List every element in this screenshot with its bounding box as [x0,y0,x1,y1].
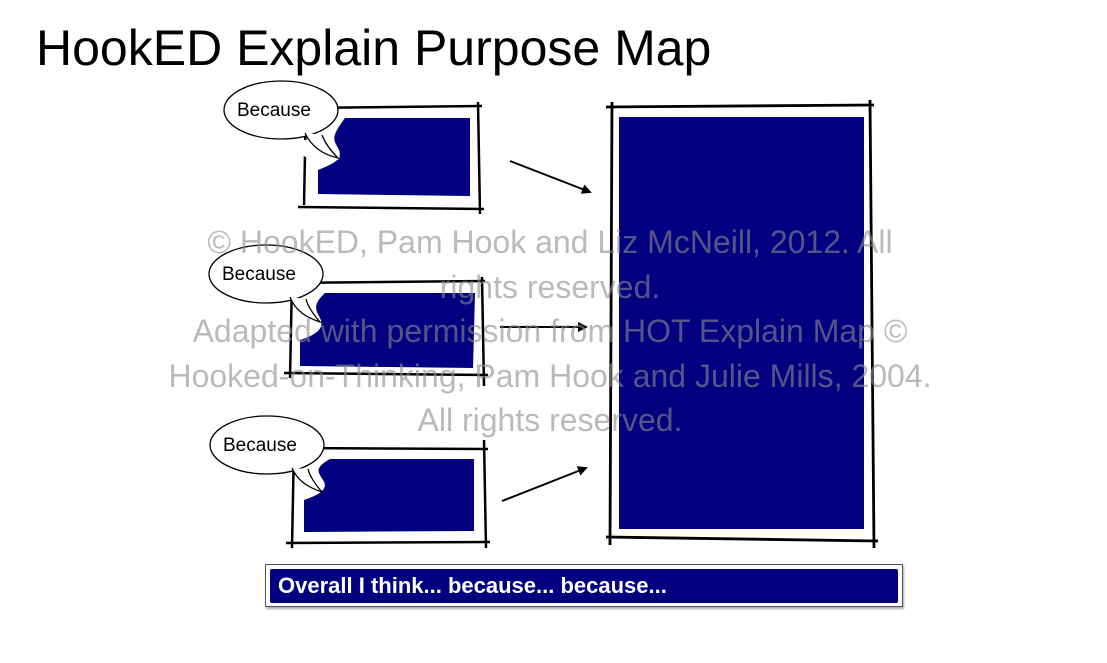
reason-box-fill[interactable] [318,118,470,196]
main-box-fill[interactable] [619,117,864,529]
reason-box-fill[interactable] [304,459,474,532]
bubble-label-2: Because [222,264,296,285]
speech-bubble [209,415,325,475]
bubble-label-1: Because [237,100,311,121]
speech-bubble [208,244,324,304]
reason-box-1[interactable] [223,80,485,215]
bubble-label-3: Because [223,435,297,456]
reason-box-3[interactable] [209,415,491,549]
sketch-frame [605,99,879,549]
page-title: HookED Explain Purpose Map [36,20,712,76]
main-box[interactable] [605,99,879,549]
reason-box-2[interactable] [208,244,489,387]
reason-box-fill[interactable] [300,293,475,368]
arrow-icon [509,160,592,194]
arrow-icon [501,466,588,502]
sketch-frame [285,439,491,549]
summary-box[interactable]: Overall I think... because... because... [270,569,898,603]
summary-frame [265,564,903,607]
speech-bubble [223,80,339,140]
sketch-frame [283,276,489,387]
